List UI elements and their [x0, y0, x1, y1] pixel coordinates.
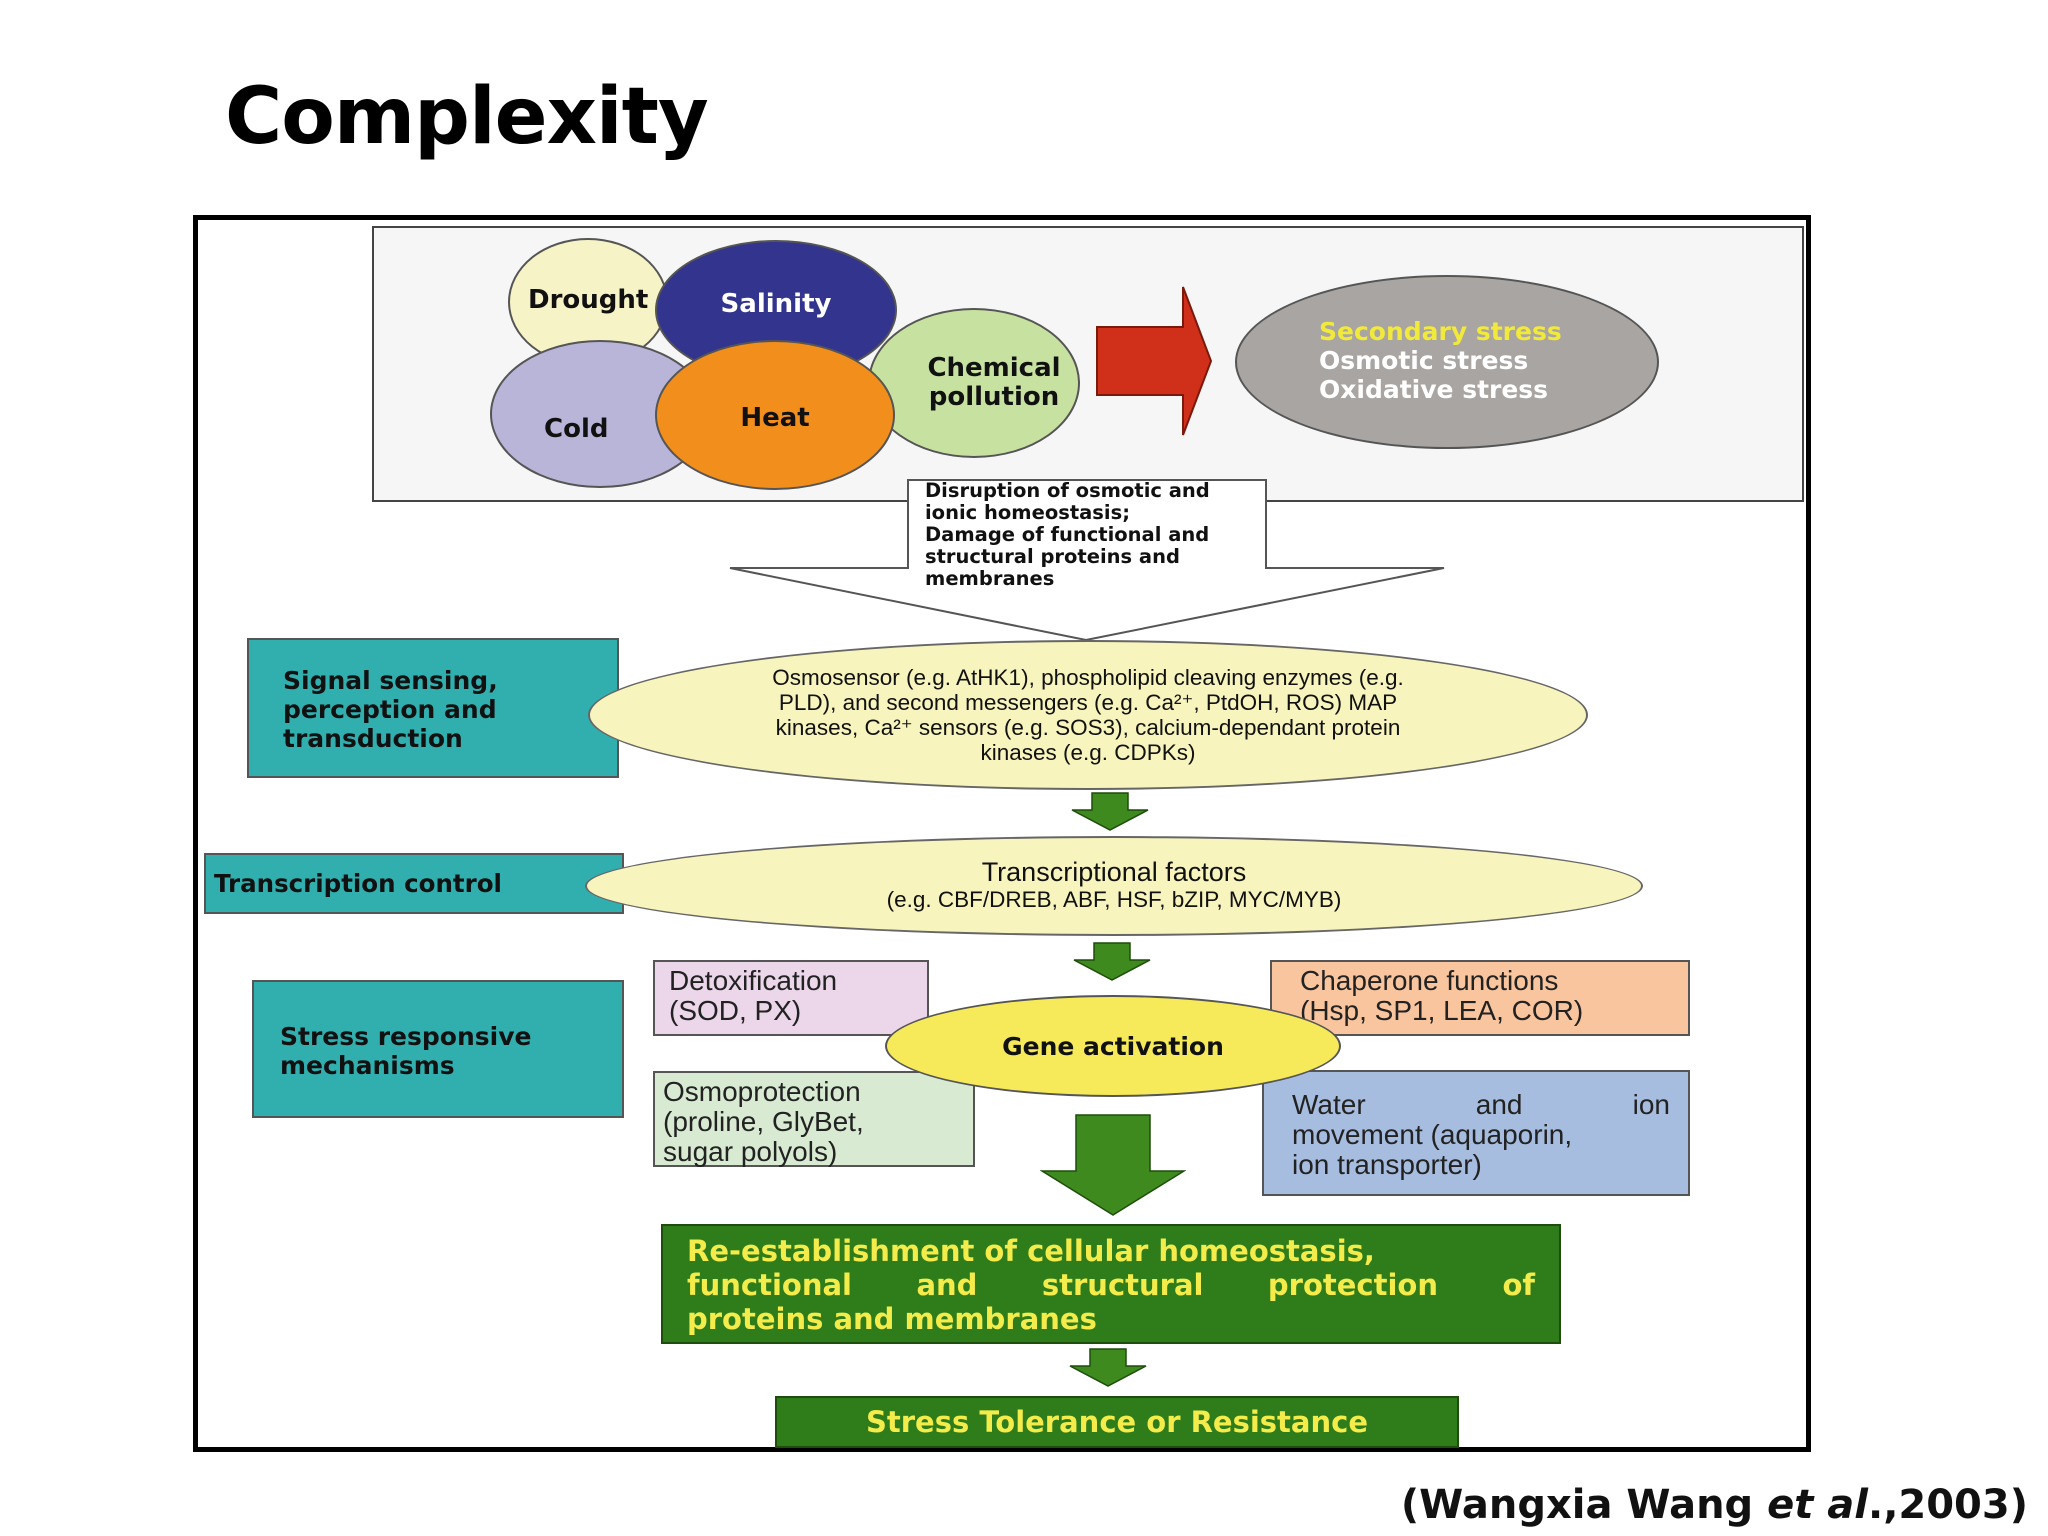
detoxification-box: Detoxification (SOD, PX)	[653, 960, 929, 1036]
signal-sensing-label: Signal sensing, perception and transduct…	[247, 638, 619, 778]
mechanisms-label-line2: mechanisms	[280, 1051, 455, 1080]
stress-tolerance-box: Stress Tolerance or Resistance	[775, 1396, 1459, 1448]
gene-activation-ellipse: Gene activation	[885, 995, 1341, 1097]
water-line1b: and	[1475, 1089, 1523, 1120]
disruption-line3: Damage of functional and	[925, 523, 1210, 546]
secondary-stress-heading: Secondary stress	[1319, 317, 1562, 346]
disruption-text: Disruption of osmotic and ionic homeosta…	[925, 480, 1210, 590]
osmoprotection-box: Osmoprotection (proline, GlyBet, sugar p…	[653, 1071, 975, 1167]
reestablish-line2d: protection	[1267, 1268, 1438, 1302]
citation-author: (Wangxia Wang	[1400, 1482, 1768, 1528]
heat-label: Heat	[740, 402, 810, 433]
stress-tolerance-label: Stress Tolerance or Resistance	[866, 1405, 1368, 1439]
signal-ellipse-line4: kinases (e.g. CDPKs)	[980, 740, 1196, 765]
cold-label: Cold	[544, 413, 609, 444]
cold-circle: Cold	[490, 340, 710, 488]
water-line1a: Water	[1292, 1089, 1366, 1120]
osmotic-stress-label: Osmotic stress	[1319, 346, 1529, 375]
chemical-label-line2: pollution	[928, 382, 1060, 412]
stress-responsive-label: Stress responsive mechanisms	[252, 980, 624, 1118]
reestablish-line2b: and	[916, 1268, 978, 1302]
disruption-line4: structural proteins and	[925, 545, 1180, 568]
signal-ellipse-line2: PLD), and second messengers (e.g. Ca²⁺, …	[778, 690, 1398, 715]
citation: (Wangxia Wang et al.,2003)	[1401, 1482, 2028, 1528]
secondary-stress-ellipse: Secondary stress Osmotic stress Oxidativ…	[1235, 275, 1659, 449]
disruption-arrow	[729, 479, 1445, 642]
reestablish-line2a: functional	[687, 1268, 852, 1302]
signal-label-line2: perception and	[283, 695, 497, 724]
osmo-line2: (proline, GlyBet,	[663, 1106, 864, 1137]
transcription-ellipse-line2: (e.g. CBF/DREB, ABF, HSF, bZIP, MYC/MYB)	[886, 887, 1342, 912]
chaperone-line2: (Hsp, SP1, LEA, COR)	[1300, 995, 1584, 1026]
signal-ellipse-line1: Osmosensor (e.g. AtHK1), phospholipid cl…	[772, 665, 1404, 690]
drought-label: Drought	[528, 285, 649, 315]
reestablish-line1: Re-establishment of cellular homeostasis…	[687, 1234, 1375, 1268]
signal-label-line1: Signal sensing,	[283, 666, 498, 695]
signal-ellipse-line3: kinases, Ca²⁺ sensors (e.g. SOS3), calci…	[775, 715, 1401, 740]
reestablishment-box: Re-establishment of cellular homeostasis…	[661, 1224, 1561, 1344]
red-arrow	[1096, 286, 1213, 436]
mechanisms-label-line1: Stress responsive	[280, 1022, 532, 1051]
reestablish-line3: proteins and membranes	[687, 1302, 1097, 1336]
oxidative-stress-label: Oxidative stress	[1319, 375, 1549, 404]
water-line2: movement (aquaporin,	[1292, 1119, 1573, 1150]
transcription-label: Transcription control	[214, 869, 502, 898]
green-arrow-1	[1071, 792, 1149, 831]
signal-transduction-ellipse: Osmosensor (e.g. AtHK1), phospholipid cl…	[588, 640, 1588, 790]
disruption-line2: ionic homeostasis;	[925, 501, 1130, 524]
citation-year: .,2003)	[1868, 1482, 2028, 1528]
green-arrow-2	[1073, 942, 1151, 981]
citation-etal: et al	[1767, 1482, 1868, 1528]
transcription-control-label: Transcription control	[204, 853, 624, 914]
salinity-label: Salinity	[720, 289, 832, 319]
disruption-line1: Disruption of osmotic and	[925, 479, 1210, 502]
detox-line2: (SOD, PX)	[669, 995, 802, 1026]
water-line1c: ion	[1632, 1089, 1670, 1120]
chaperone-box: Chaperone functions (Hsp, SP1, LEA, COR)	[1270, 960, 1690, 1036]
chemical-label-line1: Chemical	[927, 353, 1061, 384]
osmo-line1: Osmoprotection	[663, 1076, 861, 1107]
signal-label-line3: transduction	[283, 724, 463, 753]
slide-title: Complexity	[225, 72, 709, 162]
reestablish-line2e: of	[1502, 1268, 1535, 1302]
water-line3: ion transporter)	[1292, 1149, 1482, 1180]
reestablish-line2c: structural	[1041, 1268, 1204, 1302]
transcription-factors-ellipse: Transcriptional factors (e.g. CBF/DREB, …	[585, 836, 1643, 936]
water-ion-box: Water and ion movement (aquaporin, ion t…	[1262, 1070, 1690, 1196]
heat-circle: Heat	[655, 340, 895, 490]
disruption-line5: membranes	[925, 567, 1055, 590]
transcription-ellipse-line1: Transcriptional factors	[981, 857, 1247, 887]
osmo-line3: sugar polyols)	[663, 1136, 838, 1167]
green-arrow-3	[1040, 1114, 1186, 1216]
gene-activation-label: Gene activation	[1002, 1031, 1224, 1061]
green-arrow-4	[1069, 1348, 1147, 1387]
detox-line1: Detoxification	[669, 965, 838, 996]
chaperone-line1: Chaperone functions	[1300, 965, 1559, 996]
